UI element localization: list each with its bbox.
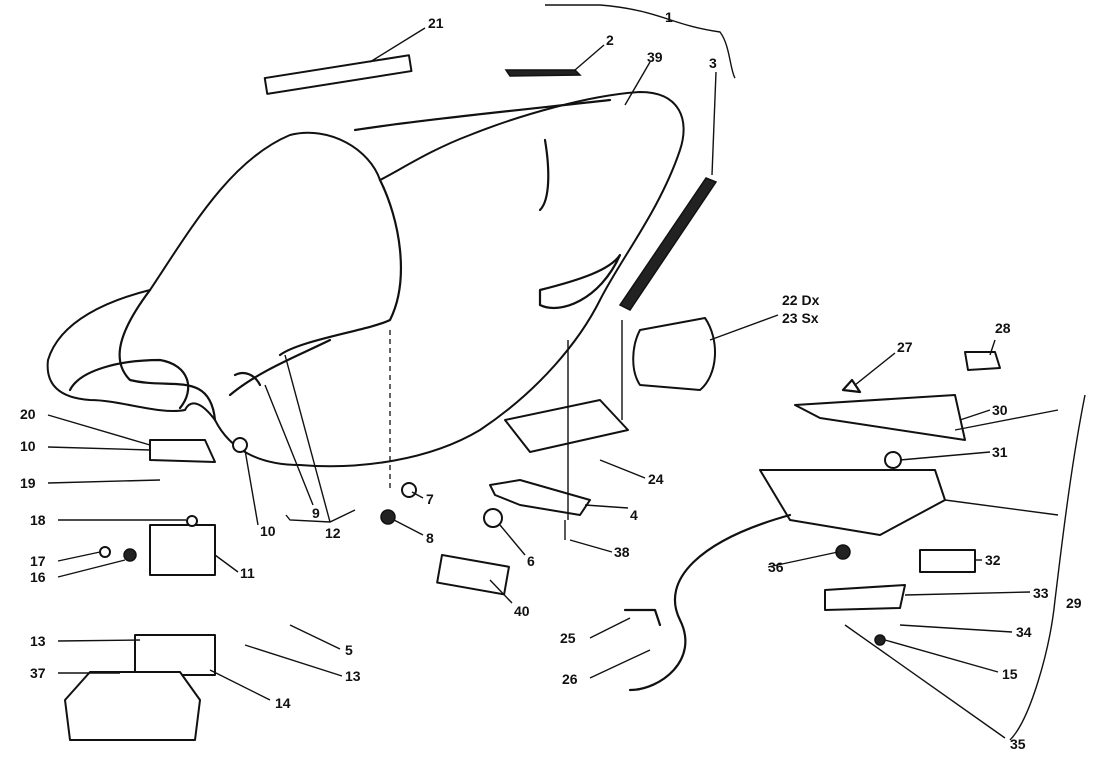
bracket-part-14 (134, 634, 216, 676)
label-32: 32 (985, 552, 1001, 568)
seat-hook (233, 371, 262, 387)
seat-crease (538, 138, 550, 212)
badge-part-2 (504, 69, 582, 77)
label-22: 22 Dx (782, 292, 820, 308)
label-17: 17 (30, 553, 46, 569)
label-29: 29 (1066, 595, 1082, 611)
nut-part-15 (874, 634, 886, 646)
label-3: 3 (709, 55, 717, 71)
grommet-part-36 (835, 544, 851, 560)
mount-part-37 (64, 671, 201, 741)
hinge-part-11 (149, 524, 216, 576)
label-7: 7 (426, 491, 434, 507)
group-bracket-1 (545, 4, 736, 79)
label-5: 5 (345, 642, 353, 658)
nut-part-8 (380, 509, 396, 525)
strip-part-3 (618, 177, 718, 311)
part-number-labels: 1 2 3 4 5 6 7 8 9 10 10 11 12 13 13 14 1… (20, 9, 1082, 752)
leader-lines (47, 27, 1059, 739)
plate-part-4 (489, 479, 591, 516)
seat-side-line (228, 338, 332, 397)
label-39: 39 (647, 49, 663, 65)
fitting-part-27 (841, 378, 862, 394)
frame-part-33 (824, 584, 906, 611)
label-20: 20 (20, 406, 36, 422)
label-part-40 (436, 554, 510, 596)
clip-part-25 (623, 608, 662, 627)
plate-part-29 (759, 469, 946, 536)
label-10-left: 10 (20, 438, 36, 454)
label-4: 4 (630, 507, 638, 523)
label-13-left: 13 (30, 633, 46, 649)
grommet-part-6 (483, 508, 503, 528)
pin-part-10 (232, 437, 248, 453)
label-21: 21 (428, 15, 444, 31)
group-bracket-12 (285, 509, 356, 523)
pad-part-22-23 (632, 317, 716, 391)
seat-front-fold (118, 288, 217, 422)
screw-part-18 (186, 515, 198, 527)
label-40: 40 (514, 603, 530, 619)
seat-rear-edge (353, 98, 612, 132)
cable (628, 513, 792, 692)
label-1: 1 (665, 9, 673, 25)
label-28: 28 (995, 320, 1011, 336)
seat-underside (68, 358, 190, 410)
label-34: 34 (1016, 624, 1032, 640)
label-26: 26 (562, 671, 578, 687)
label-11: 11 (240, 565, 255, 581)
label-23: 23 Sx (782, 310, 819, 326)
label-37: 37 (30, 665, 46, 681)
label-25: 25 (560, 630, 576, 646)
label-9: 9 (312, 505, 320, 521)
label-33: 33 (1033, 585, 1049, 601)
washer-part-7 (401, 482, 417, 498)
part-28 (964, 351, 1001, 371)
label-8: 8 (426, 530, 434, 546)
label-15: 15 (1002, 666, 1018, 682)
label-31: 31 (992, 444, 1008, 460)
label-35: 35 (1010, 736, 1026, 752)
light-part-30 (794, 394, 966, 441)
latch-part-20 (149, 439, 216, 463)
strip-part-21 (263, 54, 413, 95)
label-6: 6 (527, 553, 535, 569)
label-24: 24 (648, 471, 664, 487)
bulb-part-31 (884, 451, 902, 469)
label-14: 14 (275, 695, 291, 711)
label-27: 27 (897, 339, 913, 355)
label-38: 38 (614, 544, 630, 560)
label-10-right: 10 (260, 523, 276, 539)
washer-part-17 (99, 546, 111, 558)
seat-tail-slot (538, 253, 622, 310)
group-bracket-29 (1009, 394, 1086, 741)
seat-assembly (46, 91, 685, 468)
seat-cushion (46, 91, 685, 468)
label-13-right: 13 (345, 668, 361, 684)
label-30: 30 (992, 402, 1008, 418)
label-16: 16 (30, 569, 46, 585)
part-32 (919, 549, 976, 573)
seat-step (278, 178, 403, 357)
label-36: 36 (768, 559, 784, 575)
label-18: 18 (30, 512, 46, 528)
label-12: 12 (325, 525, 341, 541)
nut-part-16 (123, 548, 137, 562)
label-2: 2 (606, 32, 614, 48)
bracket-part-24 (504, 399, 629, 453)
label-19: 19 (20, 475, 36, 491)
